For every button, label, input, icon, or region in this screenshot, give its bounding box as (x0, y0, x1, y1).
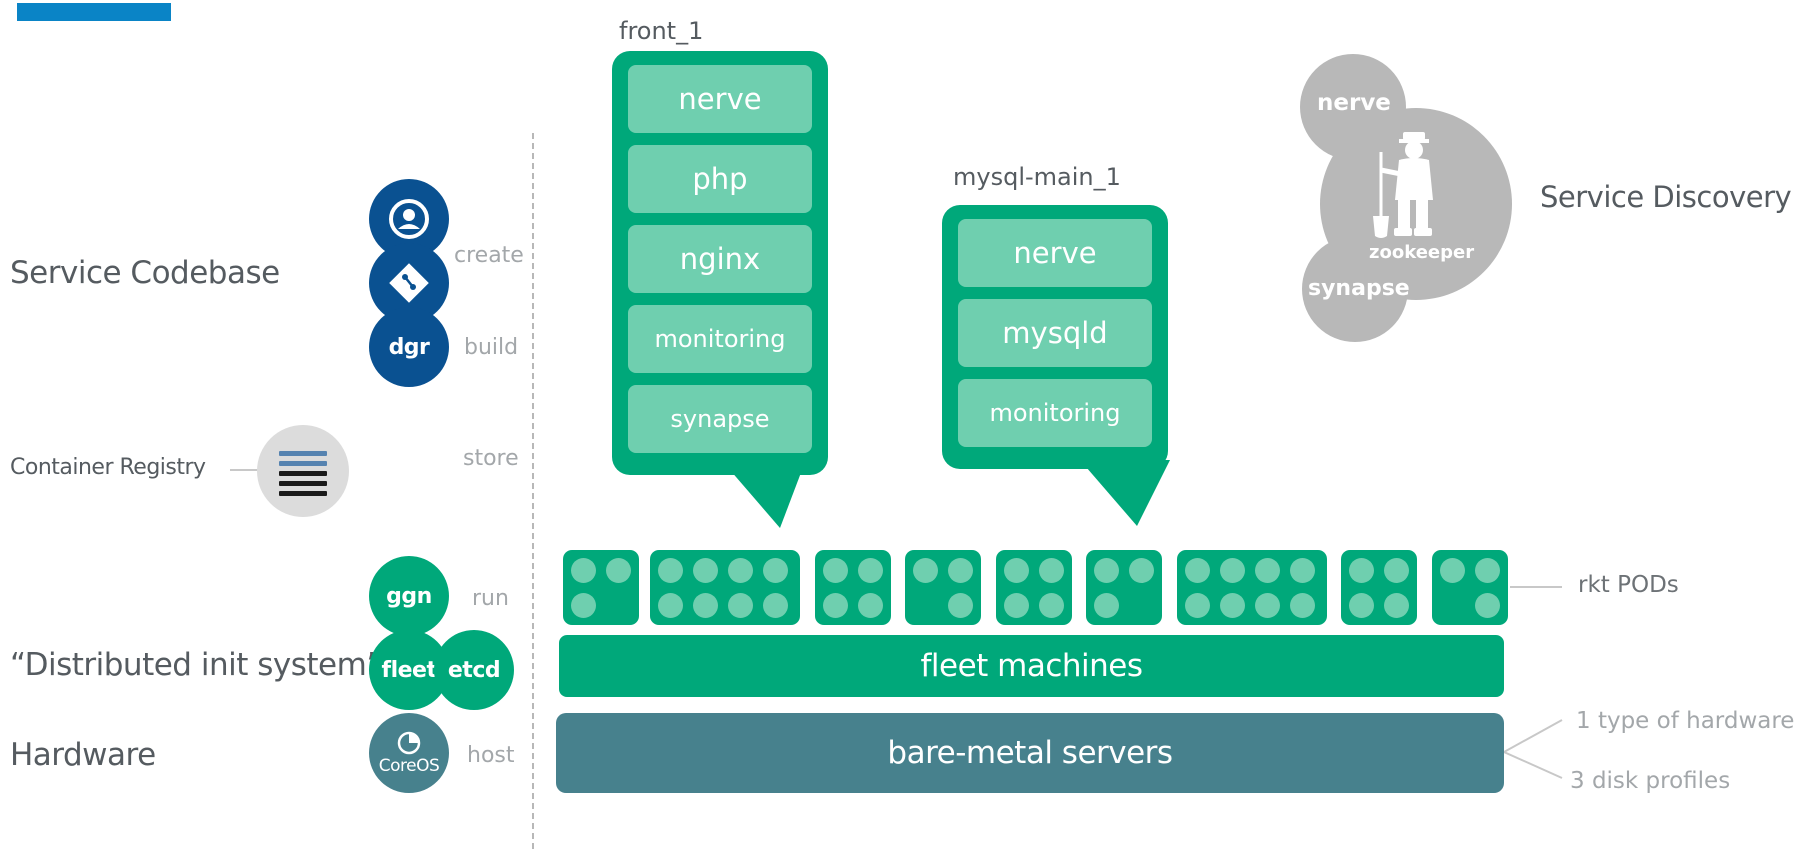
step-run: run (472, 586, 509, 611)
discovery-synapse-label: synapse (1308, 276, 1410, 301)
pod-service: monitoring (958, 379, 1152, 447)
coreos-logo-icon: CoreOS (369, 713, 449, 793)
fleet-machines-band: fleet machines (559, 635, 1504, 697)
rkt-pod (563, 550, 639, 625)
discovery-nerve-label: nerve (1317, 90, 1391, 116)
rkt-pod (996, 550, 1072, 625)
hardware-label: Hardware (10, 737, 156, 773)
pod-mysql: nerve mysqld monitoring (942, 205, 1168, 469)
pod-mysql-pointer (1080, 460, 1170, 526)
service-codebase-label: Service Codebase (10, 255, 280, 291)
registry-connector (230, 469, 260, 471)
pod-service: mysqld (958, 299, 1152, 367)
rkt-pod (815, 550, 891, 625)
pod-service: php (628, 145, 812, 213)
divider-line (532, 133, 534, 849)
rkt-pod (1341, 550, 1417, 625)
rkt-pod (905, 550, 981, 625)
pod-front: nerve php nginx monitoring synapse (612, 51, 828, 475)
fleet-tool: fleet (369, 630, 449, 710)
rkt-pod (650, 550, 800, 625)
zookeeper-figure-icon (1373, 132, 1433, 238)
rkt-connector (1510, 586, 1562, 588)
bare-metal-band: bare-metal servers (556, 713, 1504, 793)
step-build: build (464, 335, 519, 360)
distributed-init-label: “Distributed init system” (10, 647, 382, 683)
rkt-pod (1432, 550, 1508, 625)
rkt-pod (1086, 550, 1162, 625)
pod-service: nerve (958, 219, 1152, 287)
pod-mysql-title: mysql-main_1 (953, 163, 1121, 191)
disk-profiles-note: 3 disk profiles (1570, 768, 1731, 794)
nerve-cloud (1300, 54, 1406, 160)
synapse-cloud (1302, 236, 1408, 342)
registry-stack-icon (257, 425, 349, 517)
container-registry-label: Container Registry (10, 455, 206, 480)
step-host: host (467, 743, 515, 768)
pod-front-title: front_1 (619, 17, 704, 45)
pod-service: synapse (628, 385, 812, 453)
coreos-label: CoreOS (378, 756, 440, 776)
service-discovery-title: Service Discovery (1540, 180, 1792, 214)
step-create: create (454, 243, 524, 268)
discovery-zookeeper-label: zookeeper (1369, 242, 1475, 263)
pod-front-pointer (730, 470, 802, 528)
ggn-tool: ggn (369, 556, 449, 636)
pod-service: monitoring (628, 305, 812, 373)
rkt-pod (1177, 550, 1327, 625)
pod-service: nginx (628, 225, 812, 293)
top-accent-bar (17, 3, 171, 21)
dgr-tool: dgr (369, 307, 449, 387)
pod-service: nerve (628, 65, 812, 133)
hardware-type-note: 1 type of hardware (1576, 708, 1795, 734)
step-store: store (463, 446, 519, 471)
hardware-connector (1504, 719, 1563, 779)
rkt-pods-label: rkt PODs (1578, 572, 1679, 598)
etcd-tool: etcd (434, 630, 514, 710)
